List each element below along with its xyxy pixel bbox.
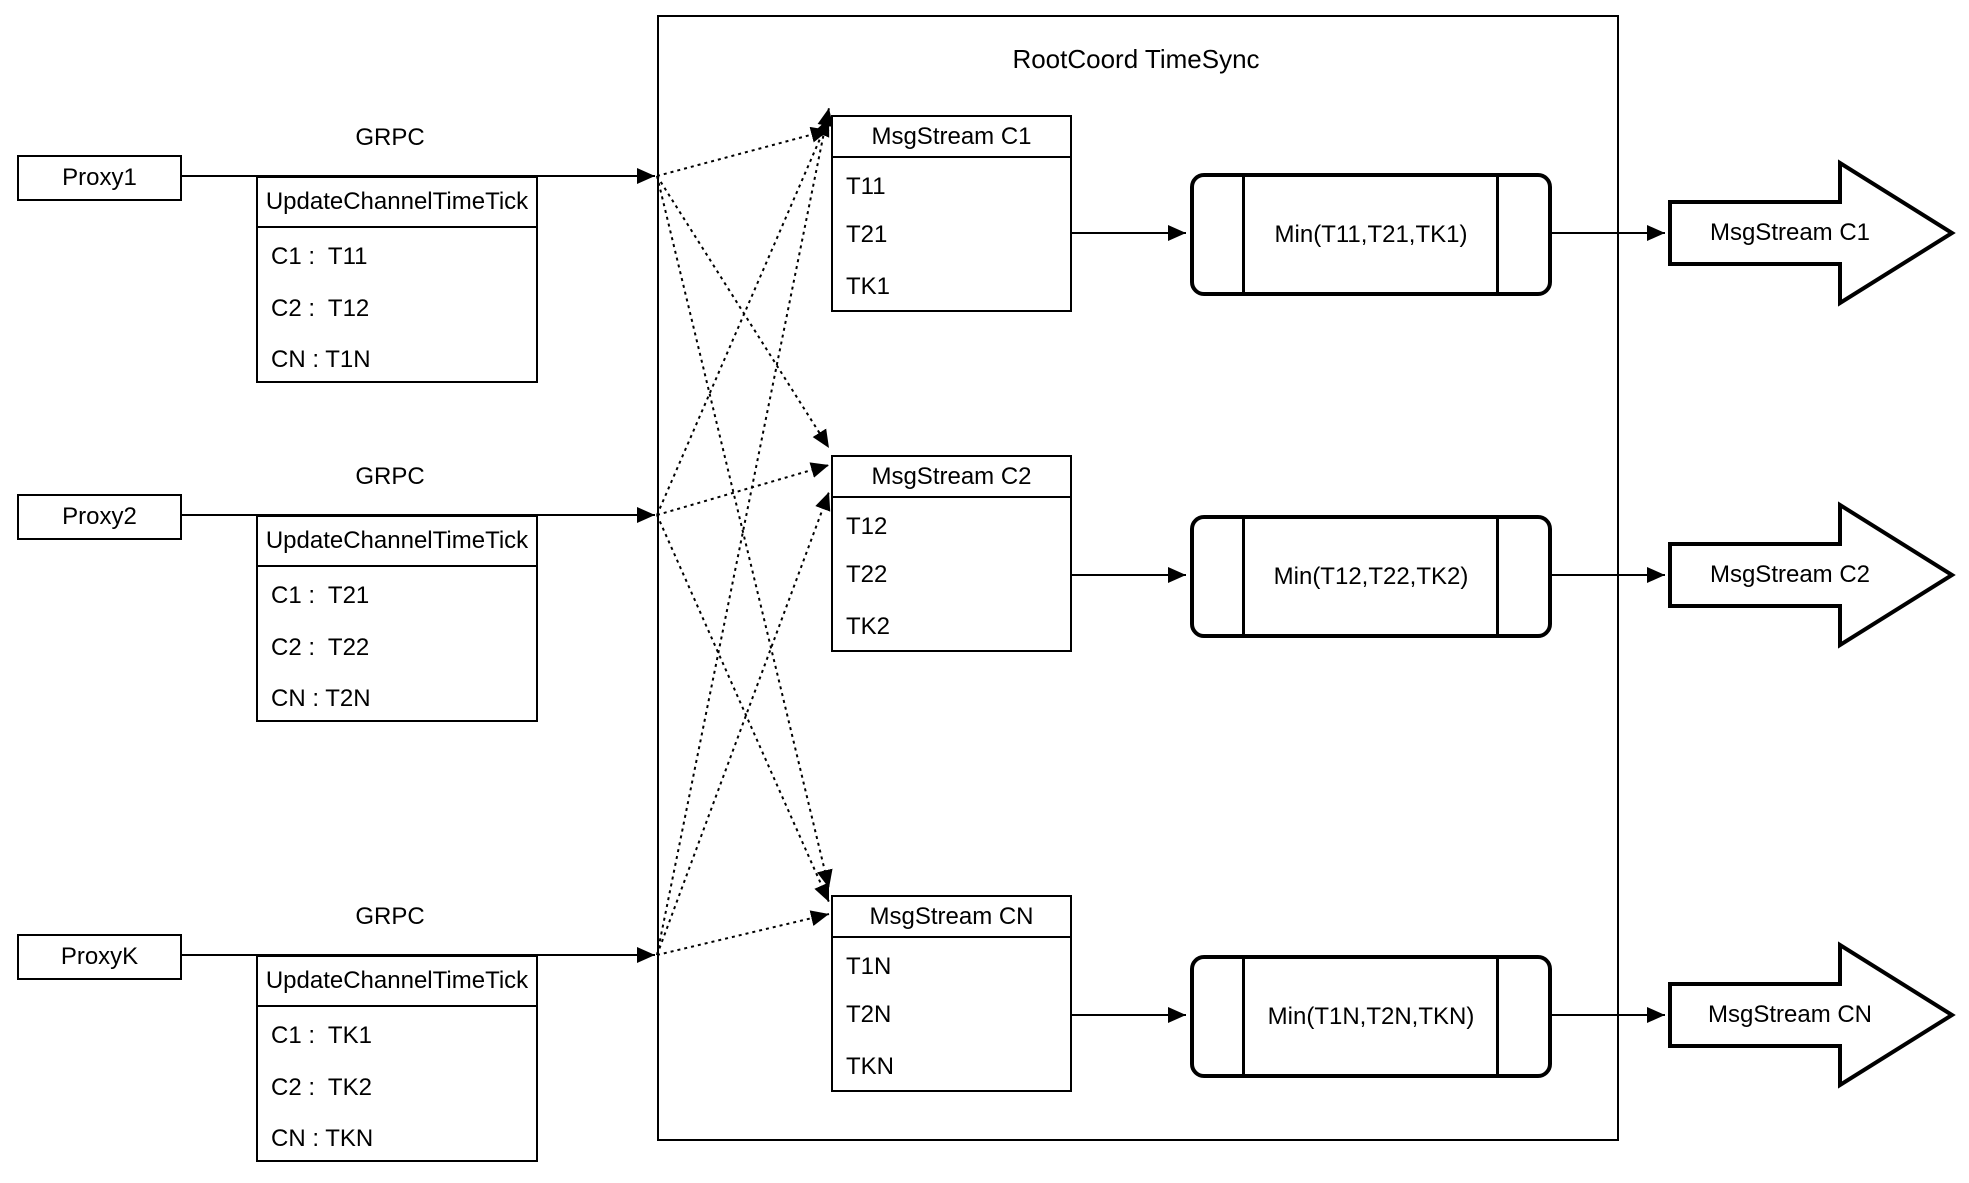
msgstream-c1-out-label: MsgStream C1 — [1709, 219, 1871, 246]
msgstream-cn-table-header: MsgStream CN — [833, 897, 1070, 938]
table-row: C1 : TK1 — [271, 1022, 372, 1049]
proxy1-box: Proxy1 — [17, 155, 182, 201]
min-node-right-divider — [1496, 519, 1499, 634]
fanout-pk-cn — [656, 910, 830, 956]
proxyk-box: ProxyK — [17, 934, 182, 980]
tick-value: TK2 — [846, 613, 891, 640]
tick-value: T22 — [846, 561, 888, 588]
min-node-left-divider — [1242, 177, 1245, 292]
fanout-p1-c2 — [656, 175, 830, 449]
msgstream-c2-table: MsgStream C2 T12 T22 TK2 — [831, 455, 1072, 652]
min-node-left-divider — [1242, 519, 1245, 634]
table-row: C2 : T22 — [271, 634, 370, 661]
tick-value: TKN — [846, 1053, 894, 1080]
msgstream-c2-out-arrow-shape — [1668, 501, 1956, 649]
msgstream-c2-out-label: MsgStream C2 — [1709, 561, 1871, 588]
tick-value: T12 — [846, 513, 888, 540]
grpc-label-2: GRPC — [355, 463, 425, 490]
update-timetick-table-2: UpdateChannelTimeTick C1 : T21 C2 : T22 … — [256, 515, 538, 722]
table-row: CN : T2N — [271, 685, 371, 712]
min-node-right-divider — [1496, 177, 1499, 292]
proxy2-box: Proxy2 — [17, 494, 182, 540]
table-row: C1 : T11 — [271, 243, 368, 270]
tick-value: T11 — [846, 173, 886, 200]
update-timetick-table-3-header: UpdateChannelTimeTick — [258, 957, 536, 1007]
min-node-cn-label: Min(T1N,T2N,TKN) — [1267, 1002, 1475, 1030]
msgstream-cn-table: MsgStream CN T1N T2N TKN — [831, 895, 1072, 1092]
msgstream-cn-out-arrow-shape — [1668, 941, 1956, 1089]
min-node-c2: Min(T12,T22,TK2) — [1190, 515, 1552, 638]
table-row: C2 : T12 — [271, 295, 370, 322]
msgstream-c2-table-header: MsgStream C2 — [833, 457, 1070, 498]
table-row: C1 : T21 — [271, 582, 370, 609]
update-timetick-table-3: UpdateChannelTimeTick C1 : TK1 C2 : TK2 … — [256, 955, 538, 1162]
table-row: CN : TKN — [271, 1125, 374, 1152]
min-node-left-divider — [1242, 959, 1245, 1074]
tick-value: TK1 — [846, 273, 891, 300]
fanout-pk-c2 — [656, 491, 831, 956]
fanout-p2-cn — [656, 514, 830, 903]
grpc-label-3: GRPC — [355, 903, 425, 930]
proxy2-label: Proxy2 — [62, 503, 137, 530]
msgstream-c1-table: MsgStream C1 T11 T21 TK1 — [831, 115, 1072, 312]
fanout-p2-c1 — [656, 117, 830, 516]
tick-value: T1N — [846, 953, 892, 980]
min-node-c2-label: Min(T12,T22,TK2) — [1273, 562, 1469, 590]
min-node-right-divider — [1496, 959, 1499, 1074]
rootcoord-timesync-title: RootCoord TimeSync — [1012, 44, 1260, 74]
update-timetick-table-1-header: UpdateChannelTimeTick — [258, 178, 536, 228]
tick-value: T2N — [846, 1001, 892, 1028]
msgstream-c1-out-arrow-shape — [1668, 159, 1956, 307]
rootcoord-timesync-container — [657, 15, 1619, 1141]
output-fat-arrows — [1668, 159, 1956, 1089]
update-timetick-table-2-header: UpdateChannelTimeTick — [258, 517, 536, 567]
msgstream-c1-table-header: MsgStream C1 — [833, 117, 1070, 158]
fanout-p2-c2 — [656, 462, 830, 516]
min-node-c1: Min(T11,T21,TK1) — [1190, 173, 1552, 296]
proxyk-label: ProxyK — [60, 943, 139, 970]
timetick-fanout-lines — [656, 107, 834, 956]
proxy1-label: Proxy1 — [62, 164, 137, 191]
table-row: CN : T1N — [271, 346, 371, 373]
grpc-label-1: GRPC — [355, 124, 425, 151]
channel-connectors — [1072, 225, 1665, 1023]
fanout-p1-cn — [656, 175, 833, 889]
fanout-p1-c1 — [656, 126, 830, 177]
min-node-cn: Min(T1N,T2N,TKN) — [1190, 955, 1552, 1078]
tick-value: T21 — [846, 221, 888, 248]
msgstream-cn-out-label: MsgStream CN — [1707, 1001, 1873, 1028]
table-row: C2 : TK2 — [271, 1074, 372, 1101]
update-timetick-table-1: UpdateChannelTimeTick C1 : T11 C2 : T12 … — [256, 176, 538, 383]
min-node-c1-label: Min(T11,T21,TK1) — [1274, 220, 1468, 248]
